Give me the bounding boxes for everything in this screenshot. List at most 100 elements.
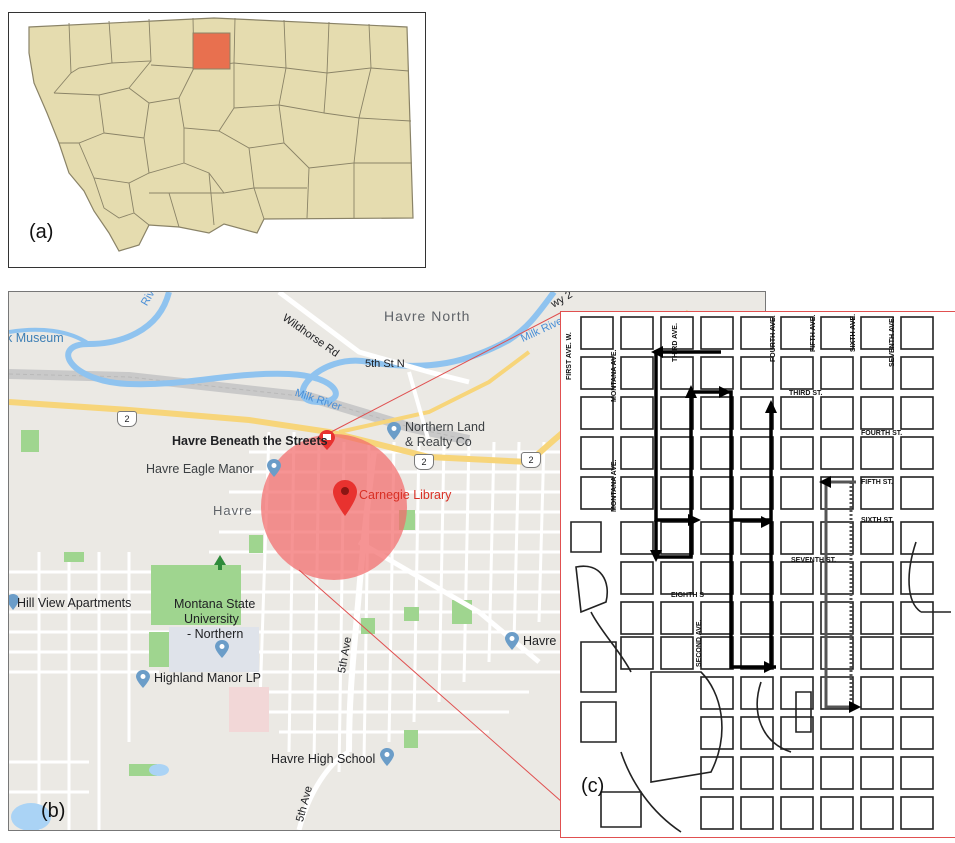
lodging-poi-icon[interactable]	[267, 459, 281, 477]
city-block	[740, 476, 774, 510]
apartment-poi-icon[interactable]	[9, 594, 19, 610]
city-block	[780, 561, 814, 595]
city-block	[700, 636, 734, 670]
city-block	[780, 436, 814, 470]
city-block	[900, 601, 934, 635]
city-block	[580, 396, 614, 430]
city-block	[820, 636, 854, 670]
avenue-label: THIRD AVE.	[672, 323, 679, 362]
city-block	[740, 436, 774, 470]
city-block	[740, 601, 774, 635]
city-block	[660, 561, 694, 595]
avenue-label: SECOND AVE.	[696, 619, 703, 667]
poi-label-carnegie-library[interactable]: Carnegie Library	[359, 488, 452, 502]
city-blocks	[570, 316, 951, 833]
city-block	[660, 316, 694, 350]
street-label: SEVENTH ST.	[791, 557, 836, 564]
historic-tunnel-map: FIRST AVE. W. MONTANA AVE. THIRD AVE. FO…	[560, 311, 955, 838]
city-block	[740, 636, 774, 670]
place-label-havre[interactable]: Havre	[213, 503, 253, 518]
street-label: SIXTH ST.	[861, 517, 894, 524]
city-block	[900, 756, 934, 790]
city-block	[900, 316, 934, 350]
carnegie-library-radius	[261, 434, 407, 580]
city-block	[780, 716, 814, 750]
poi-label-havre-high-school[interactable]: Havre High School	[271, 752, 376, 766]
city-block	[820, 521, 854, 555]
park-poi-icon[interactable]	[213, 555, 227, 571]
city-block	[900, 676, 934, 710]
city-block	[620, 636, 654, 670]
city-block	[620, 356, 654, 390]
poi-label-northern-land-1[interactable]: Northern Land	[405, 420, 485, 434]
city-block	[660, 521, 694, 555]
city-block	[860, 396, 894, 430]
city-block	[620, 436, 654, 470]
city-block	[660, 436, 694, 470]
city-block	[900, 396, 934, 430]
city-block	[860, 476, 894, 510]
panel-b-label: (b)	[41, 800, 66, 822]
city-block	[860, 356, 894, 390]
county-borders	[53, 17, 412, 228]
city-block	[820, 796, 854, 830]
city-block	[860, 796, 894, 830]
street-label: THIRD ST.	[789, 390, 823, 397]
city-block	[620, 601, 654, 635]
panel-c-label: (c)	[581, 775, 605, 797]
city-block	[820, 561, 854, 595]
city-block	[780, 521, 814, 555]
city-block	[740, 756, 774, 790]
museum-poi-icon[interactable]	[319, 430, 335, 450]
poi-label-highland-manor[interactable]: Highland Manor LP	[154, 671, 262, 685]
city-block	[700, 396, 734, 430]
poi-label-havre-beneath-streets[interactable]: Havre Beneath the Streets	[172, 434, 328, 448]
poi-label-northern-land-2[interactable]: & Realty Co	[405, 435, 472, 449]
street-label-5th-st-n: 5th St N	[365, 358, 405, 370]
poi-label-havre-right[interactable]: Havre I	[523, 634, 564, 648]
city-block	[860, 601, 894, 635]
city-block	[700, 521, 734, 555]
business-poi-icon[interactable]	[387, 422, 401, 440]
carnegie-library-marker-icon[interactable]	[333, 480, 357, 516]
city-block	[700, 796, 734, 830]
montana-state-outline	[28, 17, 414, 252]
city-block	[700, 316, 734, 350]
city-block	[620, 521, 654, 555]
avenue-label: FIRST AVE. W.	[566, 332, 573, 380]
city-block	[740, 561, 774, 595]
city-block	[820, 396, 854, 430]
city-block	[700, 601, 734, 635]
city-block	[820, 476, 854, 510]
business-poi-icon[interactable]	[505, 632, 519, 650]
lodging-poi-icon[interactable]	[136, 670, 150, 688]
poi-label-havre-eagle-manor[interactable]: Havre Eagle Manor	[146, 462, 254, 476]
hill-county-highlight	[192, 32, 231, 70]
city-block	[700, 676, 734, 710]
city-block	[700, 561, 734, 595]
montana-locator-map: (a)	[8, 12, 426, 268]
poi-label-msu-1[interactable]: Montana State	[174, 597, 256, 611]
city-block	[660, 396, 694, 430]
place-label-museum[interactable]: k Museum	[8, 331, 64, 345]
city-block	[860, 521, 894, 555]
avenue-label: SIXTH AVE.	[850, 314, 857, 352]
avenue-label: FIFTH AVE.	[810, 315, 817, 352]
poi-label-msu-3[interactable]: - Northern	[187, 627, 244, 641]
city-block	[900, 636, 934, 670]
poi-label-hill-view[interactable]: Hill View Apartments	[17, 596, 132, 610]
city-block	[820, 716, 854, 750]
city-block	[780, 796, 814, 830]
city-block	[900, 521, 934, 555]
city-block	[860, 316, 894, 350]
street-labels: FIRST AVE. W. MONTANA AVE. THIRD AVE. FO…	[566, 314, 902, 667]
place-label-havre-north[interactable]: Havre North	[384, 308, 471, 324]
school-poi-icon[interactable]	[380, 748, 394, 766]
street-map-canvas[interactable]	[9, 292, 765, 830]
city-block	[860, 756, 894, 790]
street-label: FIFTH ST.	[861, 479, 893, 486]
city-block	[580, 436, 614, 470]
university-poi-icon[interactable]	[215, 640, 229, 658]
city-block	[740, 316, 774, 350]
poi-label-msu-2[interactable]: University	[184, 612, 239, 626]
